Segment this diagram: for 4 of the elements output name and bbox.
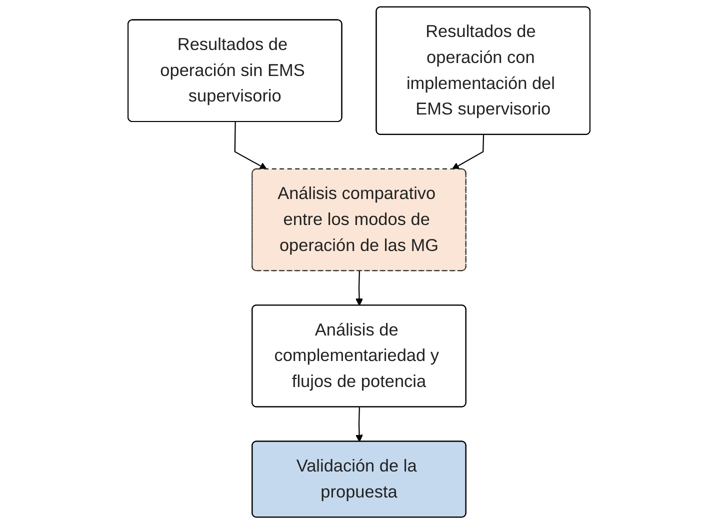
arrow: [355, 407, 364, 442]
arrow: [452, 134, 484, 170]
arrow: [355, 271, 364, 306]
arrow: [234, 122, 268, 170]
